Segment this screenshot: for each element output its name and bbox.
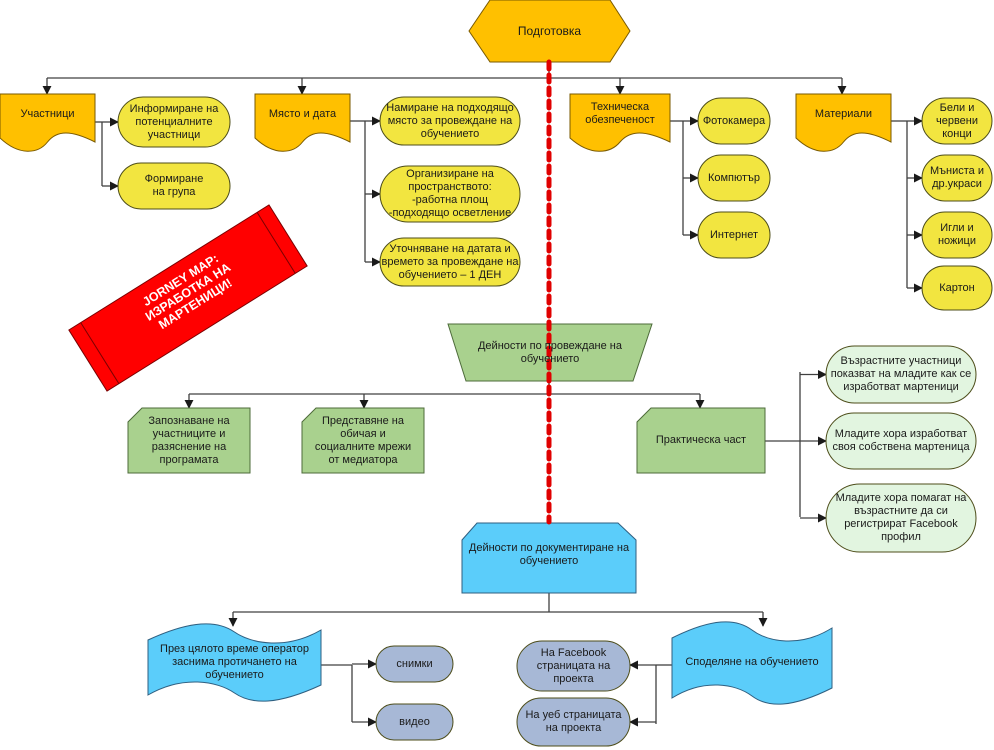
practical-item-2-pill	[825, 483, 977, 553]
group-1-shape	[254, 93, 351, 152]
sharing-tape	[671, 621, 833, 705]
title-banner	[68, 204, 308, 392]
group-1-item-0-pill	[379, 96, 521, 146]
sharing-item-0-pill	[516, 640, 631, 692]
recording-item-0-pill	[375, 645, 454, 683]
recording-item-1-pill	[375, 703, 454, 741]
group-3-item-2-pill	[921, 211, 993, 259]
group-3-item-3-pill	[921, 265, 993, 311]
group-1-item-2-pill	[379, 237, 521, 287]
group-2-item-0-pill	[697, 97, 771, 145]
step-0-card	[127, 407, 251, 474]
practical-item-1-pill	[825, 412, 977, 470]
group-1-item-1-pill	[379, 165, 521, 223]
group-2-item-1-pill	[697, 154, 771, 202]
group-0-shape	[0, 93, 96, 152]
recording-tape	[147, 623, 322, 702]
step-2-card	[636, 407, 766, 474]
group-3-shape	[795, 93, 892, 152]
practical-item-0-pill	[825, 345, 977, 404]
group-2-shape	[569, 93, 671, 152]
sharing-item-1-pill	[516, 697, 631, 747]
preparation-hexagon	[468, 0, 631, 63]
documentation-box	[461, 522, 637, 594]
group-0-item-1-pill	[117, 162, 231, 210]
group-2-item-2-pill	[697, 211, 771, 259]
step-1-card	[301, 407, 425, 474]
group-3-item-1-pill	[921, 154, 993, 202]
connectors	[42, 62, 923, 727]
group-0-item-0-pill	[117, 96, 231, 148]
group-3-item-0-pill	[921, 97, 993, 145]
